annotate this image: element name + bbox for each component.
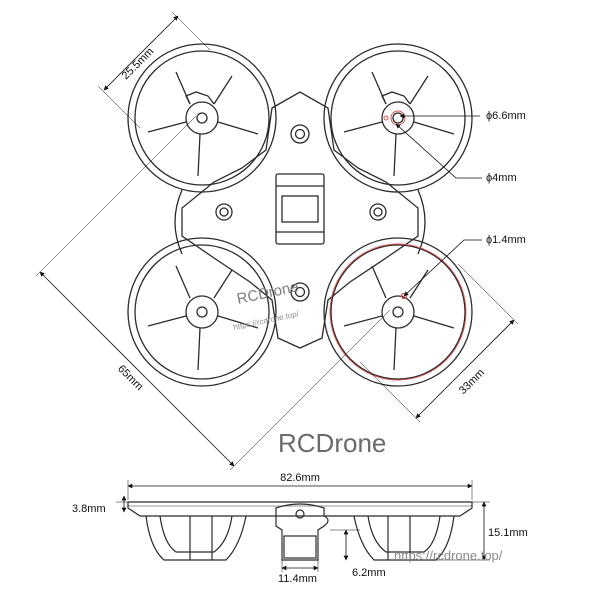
watermark-brand-small: RCDrone — [235, 278, 300, 308]
watermark-brand-large: RCDrone — [278, 428, 386, 458]
dim-65: 65mm — [115, 363, 145, 393]
dim-11-4: 11.4mm — [278, 573, 317, 585]
motor-hole-markers — [383, 110, 406, 126]
screw-bottom — [290, 282, 310, 302]
dim-15-1: 15.1mm — [488, 527, 528, 539]
top-view — [127, 43, 473, 387]
duct-top-right — [323, 43, 473, 193]
left-arm-lobe — [174, 189, 183, 255]
dim-hole-4: ϕ4mm — [486, 172, 517, 184]
dim-6-2: 6.2mm — [352, 567, 386, 579]
screw-top — [290, 124, 310, 144]
dim-hole-6-6: ϕ6.6mm — [486, 110, 526, 122]
dim-3-8: 3.8mm — [72, 503, 106, 515]
screw-left — [215, 203, 233, 221]
side-center-pod — [275, 503, 329, 561]
dim-82-6: 82.6mm — [280, 472, 320, 484]
side-dimension-lines — [116, 480, 490, 572]
dim-hole-1-4: ϕ1.4mm — [486, 234, 526, 246]
watermark-url-large: https://rcdrone.top/ — [394, 548, 503, 563]
duct-bottom-left — [127, 237, 277, 387]
duct-bottom-right — [323, 237, 473, 387]
duct-top-left — [127, 43, 277, 193]
screw-right — [369, 203, 387, 221]
right-arm-lobe — [417, 189, 426, 255]
battery-tray-inner — [281, 195, 319, 223]
dim-33: 33mm — [457, 367, 487, 397]
dimension-lines — [35, 11, 519, 471]
battery-tray — [275, 173, 325, 245]
frame-body — [181, 91, 419, 349]
